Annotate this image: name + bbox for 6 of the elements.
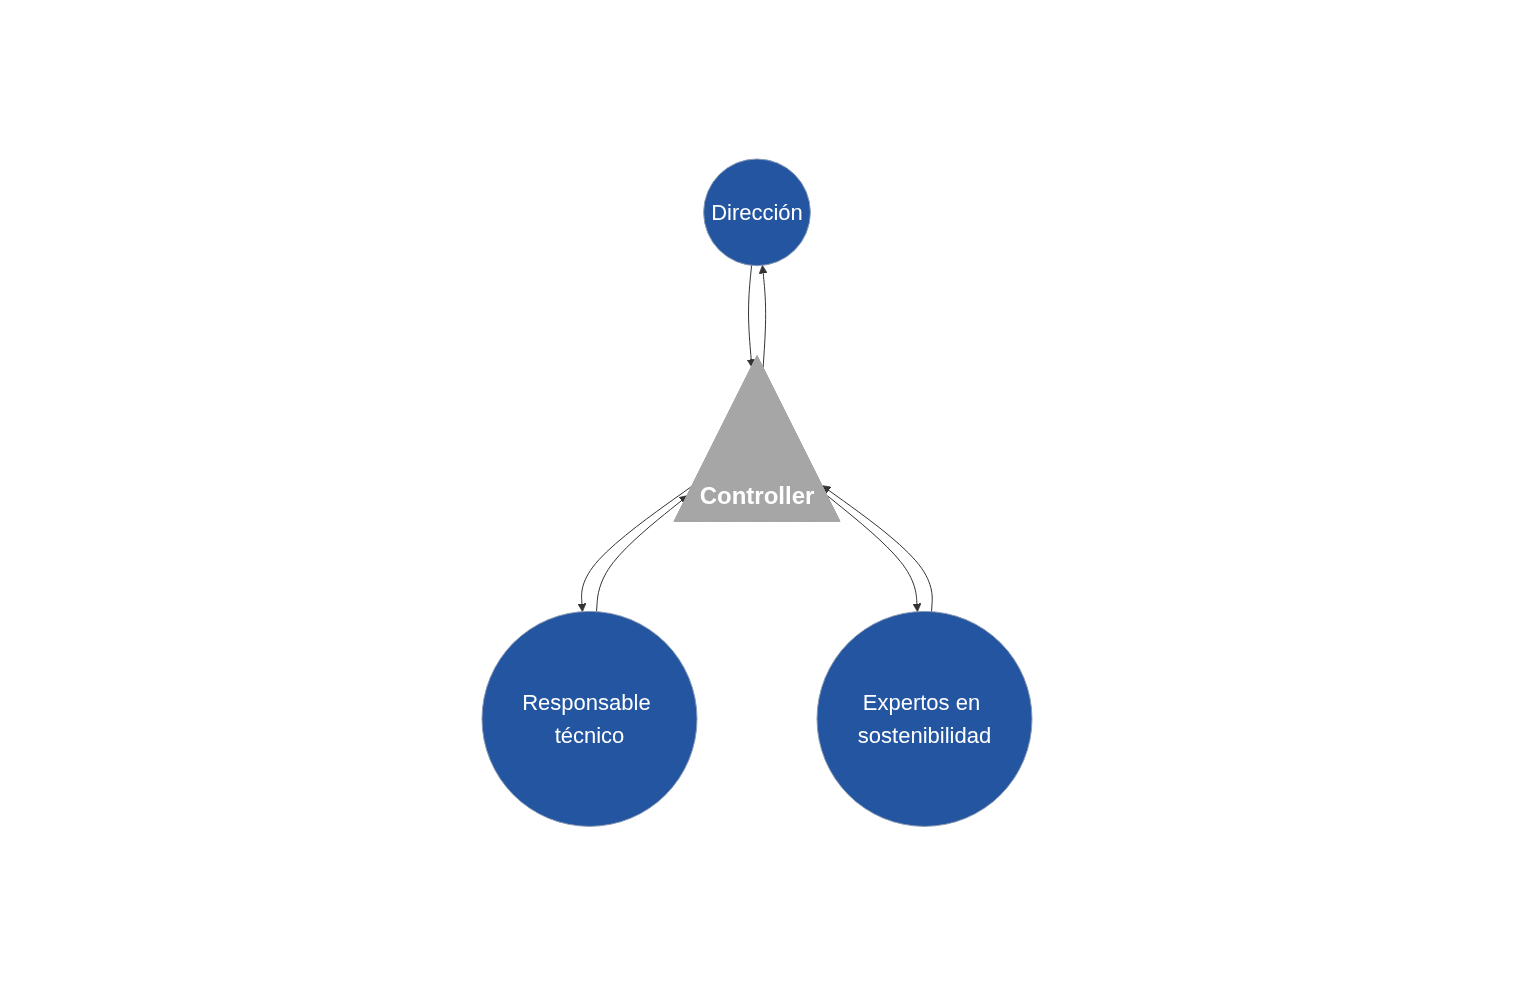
node-circle: Responsable técnico (481, 610, 698, 827)
arrow (758, 264, 768, 368)
arrow (746, 264, 756, 368)
arrow (821, 485, 933, 612)
node-circle: Dirección (703, 158, 811, 266)
node-circle: Expertos en sostenibilidad (816, 610, 1033, 827)
